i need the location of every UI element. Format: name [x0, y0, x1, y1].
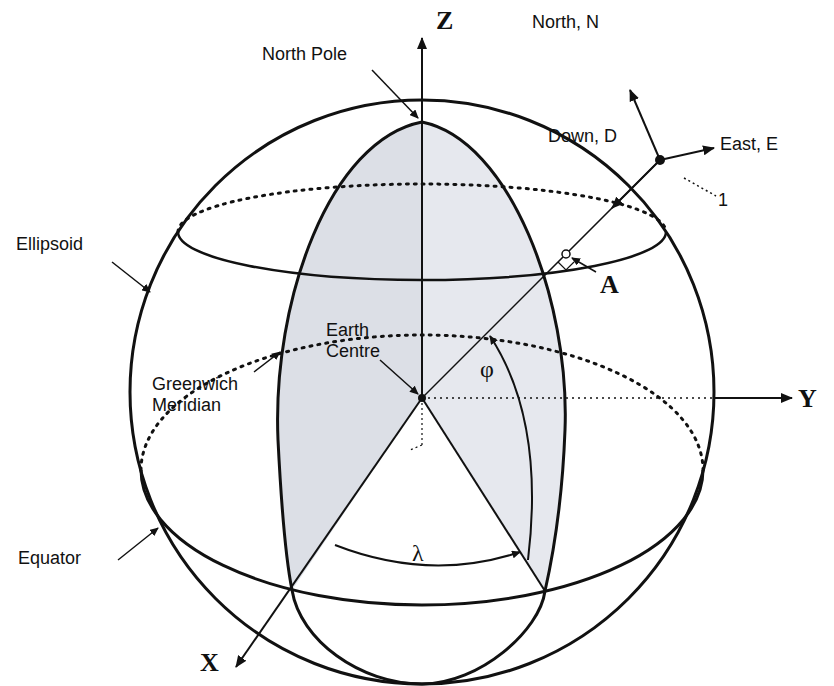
axis-label: X [200, 648, 219, 678]
callout-label: Greenwich Meridian [152, 374, 252, 415]
callout-label: Earth Centre [326, 320, 386, 361]
callout-number: 1 [718, 190, 728, 211]
pole-label: North Pole [262, 44, 347, 65]
angle-symbol: φ [480, 356, 494, 384]
callout-label: Equator [18, 548, 81, 569]
frame-axis-label: East, E [720, 134, 778, 155]
axis-label: Y [798, 384, 817, 414]
angle-symbol: λ [412, 540, 424, 568]
axis-label: Z [436, 6, 453, 36]
frame-axis-label: North, N [532, 12, 599, 33]
frame-axis-label: Down, D [548, 126, 617, 147]
callout-label: Ellipsoid [16, 234, 83, 255]
point-label: A [600, 270, 619, 300]
